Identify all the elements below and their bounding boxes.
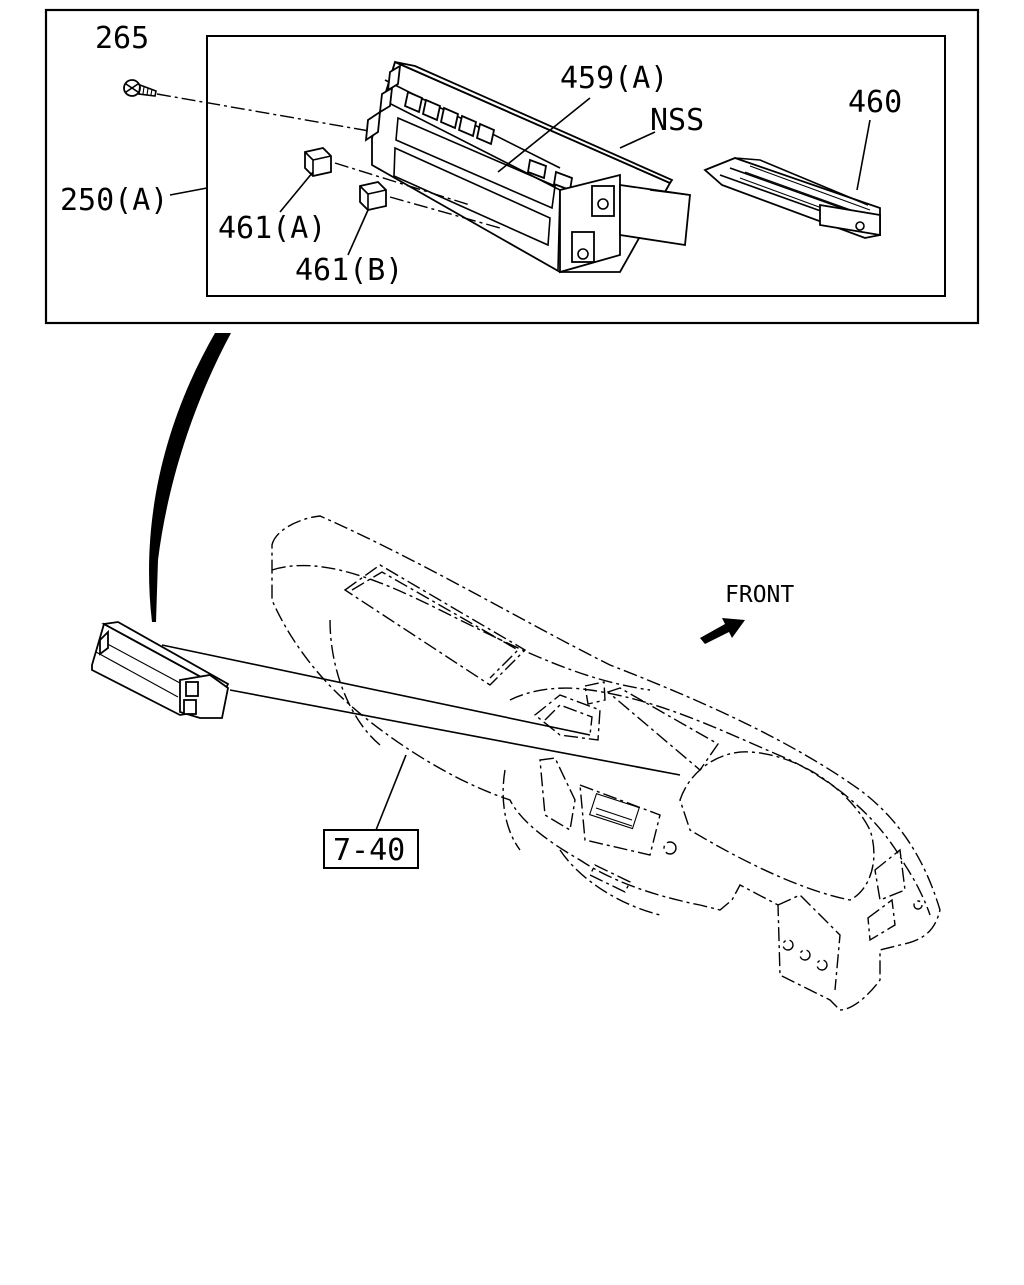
label-assembly: 250(A): [60, 183, 168, 218]
label-nss: NSS: [650, 103, 704, 138]
label-knob-b: 461(B): [295, 253, 403, 288]
label-screw: 265: [95, 21, 149, 56]
label-reference: 7-40: [333, 833, 405, 868]
detail-inner-frame: [206, 35, 946, 297]
dashboard-panel: [271, 515, 941, 1011]
bracket-leader: [856, 119, 871, 191]
front-arrow-icon: [700, 618, 745, 644]
knob-b-leader-dash: [389, 196, 501, 229]
bracket-part: [703, 157, 881, 239]
label-front: FRONT: [725, 582, 794, 608]
screw-part: [123, 79, 157, 97]
knob-b-leader: [347, 209, 369, 256]
radio-leader-upper: [161, 644, 591, 736]
radio-leader-lower: [229, 689, 681, 776]
detail-connector-swoosh: [149, 333, 231, 622]
knob-a-part: [304, 147, 332, 177]
nss-leader: [619, 131, 656, 149]
assembly-leader: [169, 187, 208, 196]
preset-buttons: [403, 90, 496, 146]
radio-unit-small: [91, 621, 230, 719]
label-audio-unit: 459(A): [560, 61, 668, 96]
knob-a-leader-dash: [334, 162, 471, 206]
audio-unit-part: [364, 60, 691, 274]
label-bracket: 460: [848, 85, 902, 120]
screw-leader: [156, 93, 376, 133]
audio-leader: [497, 97, 591, 173]
label-knob-a: 461(A): [218, 211, 326, 246]
reference-leader: [375, 754, 407, 831]
knob-a-leader: [279, 171, 314, 213]
knob-b-part: [359, 181, 387, 211]
detail-outer-frame: [44, 8, 980, 325]
reference-box: [323, 829, 419, 869]
